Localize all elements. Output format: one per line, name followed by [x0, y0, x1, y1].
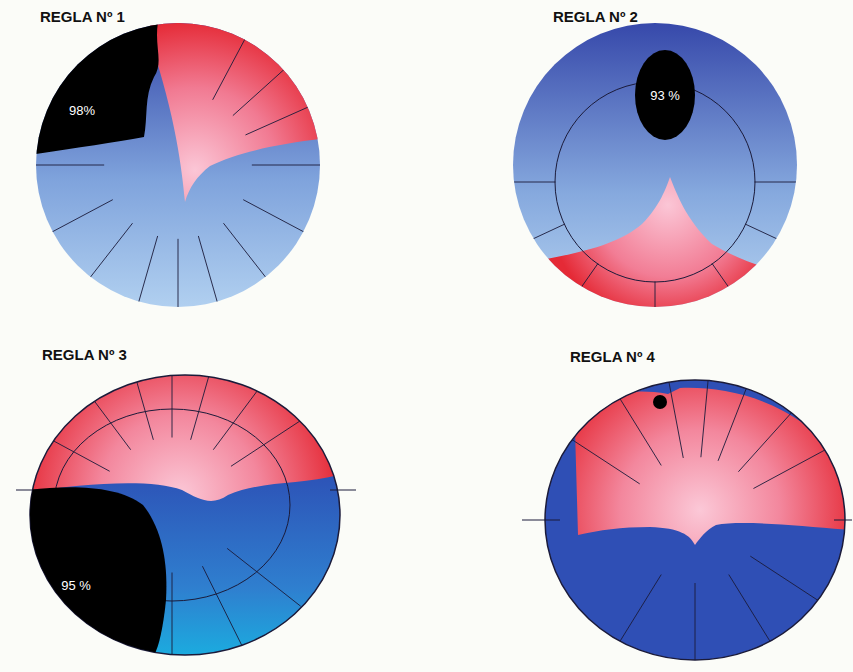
- tick-line: [753, 447, 831, 489]
- black-area: [36, 22, 166, 167]
- rule-panel: REGLA Nº 1 98%: [30, 0, 330, 320]
- tick-line: [231, 415, 310, 467]
- rule-panel: REGLA Nº 3 95 %: [10, 340, 360, 665]
- tick-line: [566, 436, 640, 484]
- tick-line: [223, 223, 269, 282]
- tick-line: [695, 583, 696, 667]
- break-dot: [653, 395, 667, 409]
- tick-line: [569, 263, 598, 304]
- rule-panel: REGLA Nº 2 93 %: [500, 0, 810, 320]
- fundus-1: [29, 15, 330, 315]
- fundus-4: [540, 374, 853, 667]
- tick-line: [213, 376, 268, 450]
- detachment-area: 93 %: [635, 50, 695, 140]
- percentage-label: 95 %: [61, 578, 91, 593]
- rule-heading: REGLA Nº 1: [40, 8, 125, 25]
- tick-line: [227, 548, 301, 606]
- tick-line: [86, 223, 132, 282]
- tick-line: [243, 200, 309, 235]
- fundus-2: [500, 15, 805, 331]
- detachment-area: 98%: [36, 22, 166, 167]
- tick-line: [137, 236, 158, 308]
- tick-line: [718, 382, 749, 461]
- tick-line: [520, 224, 565, 245]
- tick-line: [213, 33, 248, 99]
- tick-line: [750, 556, 824, 604]
- detachment-area: 95 %: [28, 485, 168, 657]
- tick-line: [745, 224, 790, 245]
- tick-line: [202, 566, 243, 648]
- tick-line: [172, 348, 173, 438]
- tick-line: [252, 165, 327, 166]
- tick-line: [233, 65, 289, 115]
- tick-line: [191, 353, 216, 440]
- percentage-label: 98%: [69, 103, 95, 118]
- fundus-3: [25, 348, 345, 666]
- tick-line: [738, 407, 796, 471]
- tick-line: [655, 281, 656, 331]
- tick-line: [616, 575, 661, 648]
- tick-line: [701, 374, 709, 458]
- tick-line: [27, 426, 110, 471]
- tick-line: [712, 263, 741, 304]
- tick-line: [178, 239, 179, 314]
- tick-line: [129, 353, 154, 440]
- tick-line: [198, 236, 219, 308]
- percentage-label: 93 %: [650, 88, 680, 103]
- rule-heading: REGLA Nº 2: [553, 8, 638, 25]
- tick-line: [754, 182, 804, 183]
- tick-line: [29, 165, 104, 166]
- tick-line: [506, 182, 556, 183]
- tick-line: [245, 104, 314, 135]
- tick-line: [172, 573, 173, 663]
- rule-heading: REGLA Nº 3: [42, 346, 127, 363]
- tick-line: [46, 200, 112, 235]
- rule-heading: REGLA Nº 4: [570, 348, 655, 365]
- tick-line: [729, 575, 774, 648]
- black-area: [28, 485, 168, 657]
- rule-panel: REGLA Nº 4: [520, 340, 853, 665]
- tick-line: [668, 375, 684, 458]
